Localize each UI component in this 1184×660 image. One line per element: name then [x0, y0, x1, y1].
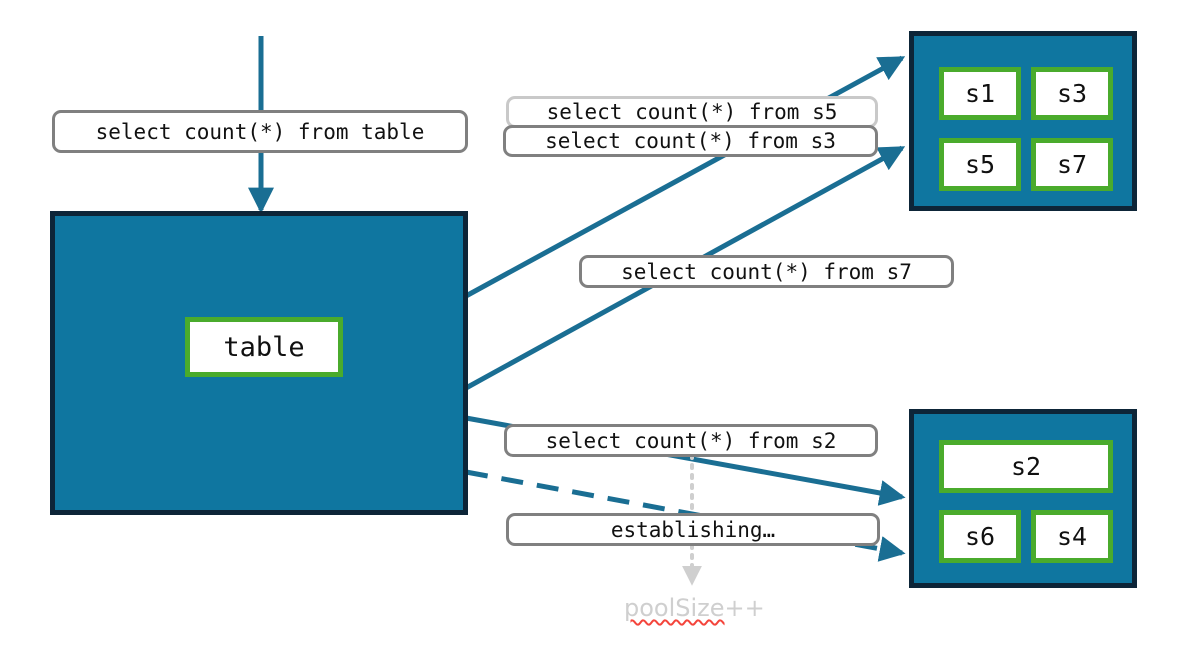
label-query-s5[interactable]: select count(*) from s5 [506, 96, 878, 128]
label-query-s3[interactable]: select count(*) from s3 [503, 125, 878, 157]
database-panel[interactable]: table [50, 211, 468, 515]
table-node[interactable]: table [185, 317, 343, 377]
annotation-poolsize-word: poolSize [624, 594, 725, 622]
annotation-poolsize-suffix: ++ [724, 594, 765, 622]
label-query-incoming[interactable]: select count(*) from table [52, 110, 468, 153]
label-query-s2[interactable]: select count(*) from s2 [504, 424, 878, 457]
label-query-s7[interactable]: select count(*) from s7 [579, 255, 954, 288]
pool-node-s2[interactable]: s2 [939, 440, 1113, 493]
pool-node-s4[interactable]: s4 [1031, 510, 1113, 563]
pool-node-s1[interactable]: s1 [939, 67, 1021, 120]
label-establishing[interactable]: establishing… [506, 513, 880, 546]
pool-node-s7[interactable]: s7 [1031, 138, 1113, 191]
annotation-poolsize: poolSize++ [624, 594, 765, 622]
pool-node-s6[interactable]: s6 [939, 510, 1021, 563]
pool-panel-top[interactable]: s1 s3 s5 s7 [909, 31, 1137, 211]
pool-node-s5[interactable]: s5 [939, 138, 1021, 191]
pool-node-s3[interactable]: s3 [1031, 67, 1113, 120]
pool-panel-bottom[interactable]: s2 s6 s4 [909, 409, 1137, 588]
